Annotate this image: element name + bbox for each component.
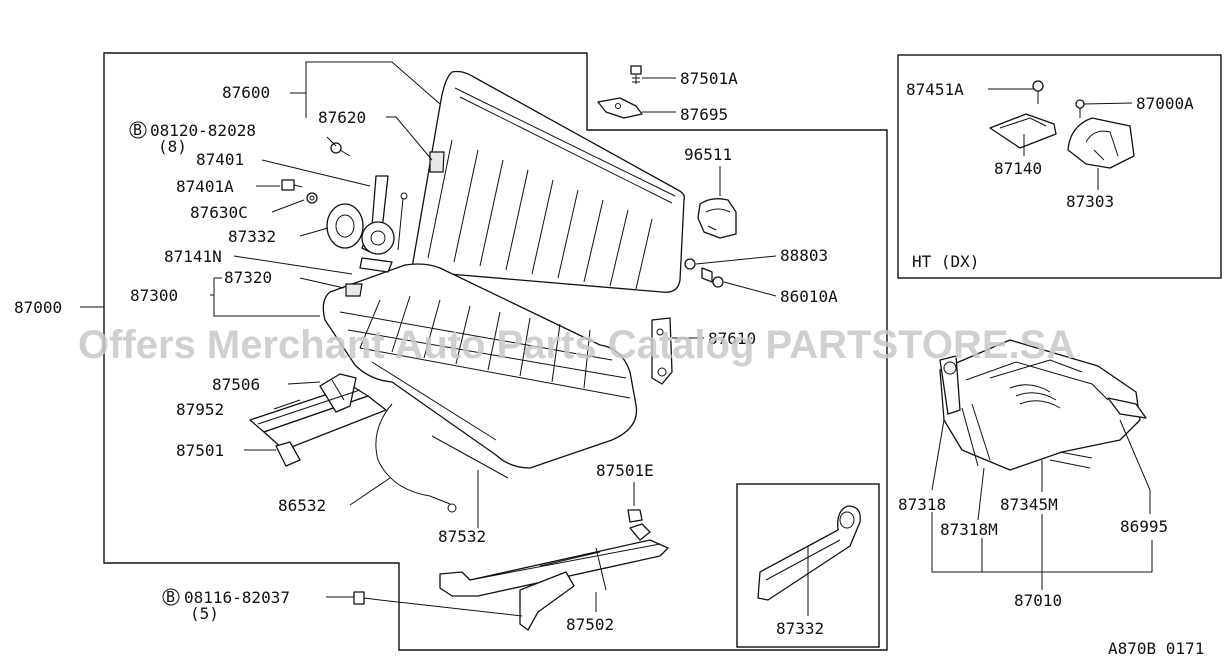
main-assembly-frame [103,52,888,651]
label-87140: 87140 [994,159,1042,178]
label-86995: 86995 [1120,517,1168,536]
bracket-87695[interactable] [597,97,643,119]
label-87345m: 87345M [1000,495,1058,514]
leader-lines [80,61,1153,617]
bolt-symbol-text-2: B [166,588,175,606]
bolt-symbol-text: B [133,121,142,139]
bolt-87501a[interactable] [630,65,642,84]
diagram-code: A870B 0171 [1108,639,1204,658]
label-87401: 87401 [196,150,244,169]
release-cable-86532[interactable] [375,403,457,513]
label-87695: 87695 [680,105,728,124]
label-87332-inset: 87332 [776,619,824,638]
bolt-symbol-08120: B [129,121,147,139]
cover-96511[interactable] [697,198,737,239]
label-87141n: 87141N [164,247,222,266]
label-87610: 87610 [708,329,756,348]
label-86010a: 86010A [780,287,838,306]
label-88803: 88803 [780,246,828,265]
bolt-08120[interactable] [330,142,351,157]
seat-rail-right[interactable] [439,523,669,631]
seat-track-frame-87010[interactable] [939,339,1147,471]
bracket-87332-inset[interactable] [757,505,861,601]
hinge-87610[interactable] [651,317,673,385]
plate-87140[interactable] [989,113,1057,149]
label-87620: 87620 [318,108,366,127]
bolt-87451a[interactable] [1032,80,1044,104]
label-87318: 87318 [898,495,946,514]
label-87000a: 87000A [1136,94,1194,113]
seat-back[interactable] [412,70,686,293]
label-86532: 86532 [278,496,326,515]
label-08120-82028: 08120-82028 [150,121,256,140]
bolt-symbol-08116: B [162,588,180,606]
label-87010: 87010 [1014,591,1062,610]
label-87332-main: 87332 [228,227,276,246]
inset-frame-ht-dx [897,54,1222,279]
recliner-mechanism[interactable] [326,175,408,273]
label-96511: 96511 [684,145,732,164]
label-87630c: 87630C [190,203,248,222]
label-87952: 87952 [176,400,224,419]
label-87600: 87600 [222,83,270,102]
label-ht-dx: HT (DX) [912,252,979,271]
bolt-08116[interactable] [353,591,381,605]
label-87506: 87506 [212,375,260,394]
label-87401a: 87401A [176,177,234,196]
label-87000: 87000 [14,298,62,317]
bolt-87501e[interactable] [627,509,643,523]
label-87303: 87303 [1066,192,1114,211]
seat-rail-left[interactable] [249,373,387,467]
bolt-87401a[interactable] [281,179,303,191]
label-08116-82037: 08116-82037 [184,588,290,607]
label-87320: 87320 [224,268,272,287]
washer-87630c[interactable] [306,192,318,204]
housing-87303[interactable] [1067,117,1135,169]
label-87501: 87501 [176,441,224,460]
watermark-text: Offers Merchant Auto Parts Catalog PARTS… [78,323,1075,367]
label-08116-qty: (5) [190,604,219,623]
label-87532: 87532 [438,527,486,546]
label-08120-qty: (8) [158,137,187,156]
label-87300: 87300 [130,286,178,305]
bolt-86010a[interactable] [701,267,724,288]
label-87318m: 87318M [940,520,998,539]
clip-88803[interactable] [684,258,696,270]
inset-frame-87332 [736,483,880,648]
label-87451a: 87451A [906,80,964,99]
label-87501a: 87501A [680,69,738,88]
bolt-87000a[interactable] [1075,99,1085,118]
label-87502: 87502 [566,615,614,634]
seat-cushion[interactable] [322,263,638,479]
label-87501e: 87501E [596,461,654,480]
